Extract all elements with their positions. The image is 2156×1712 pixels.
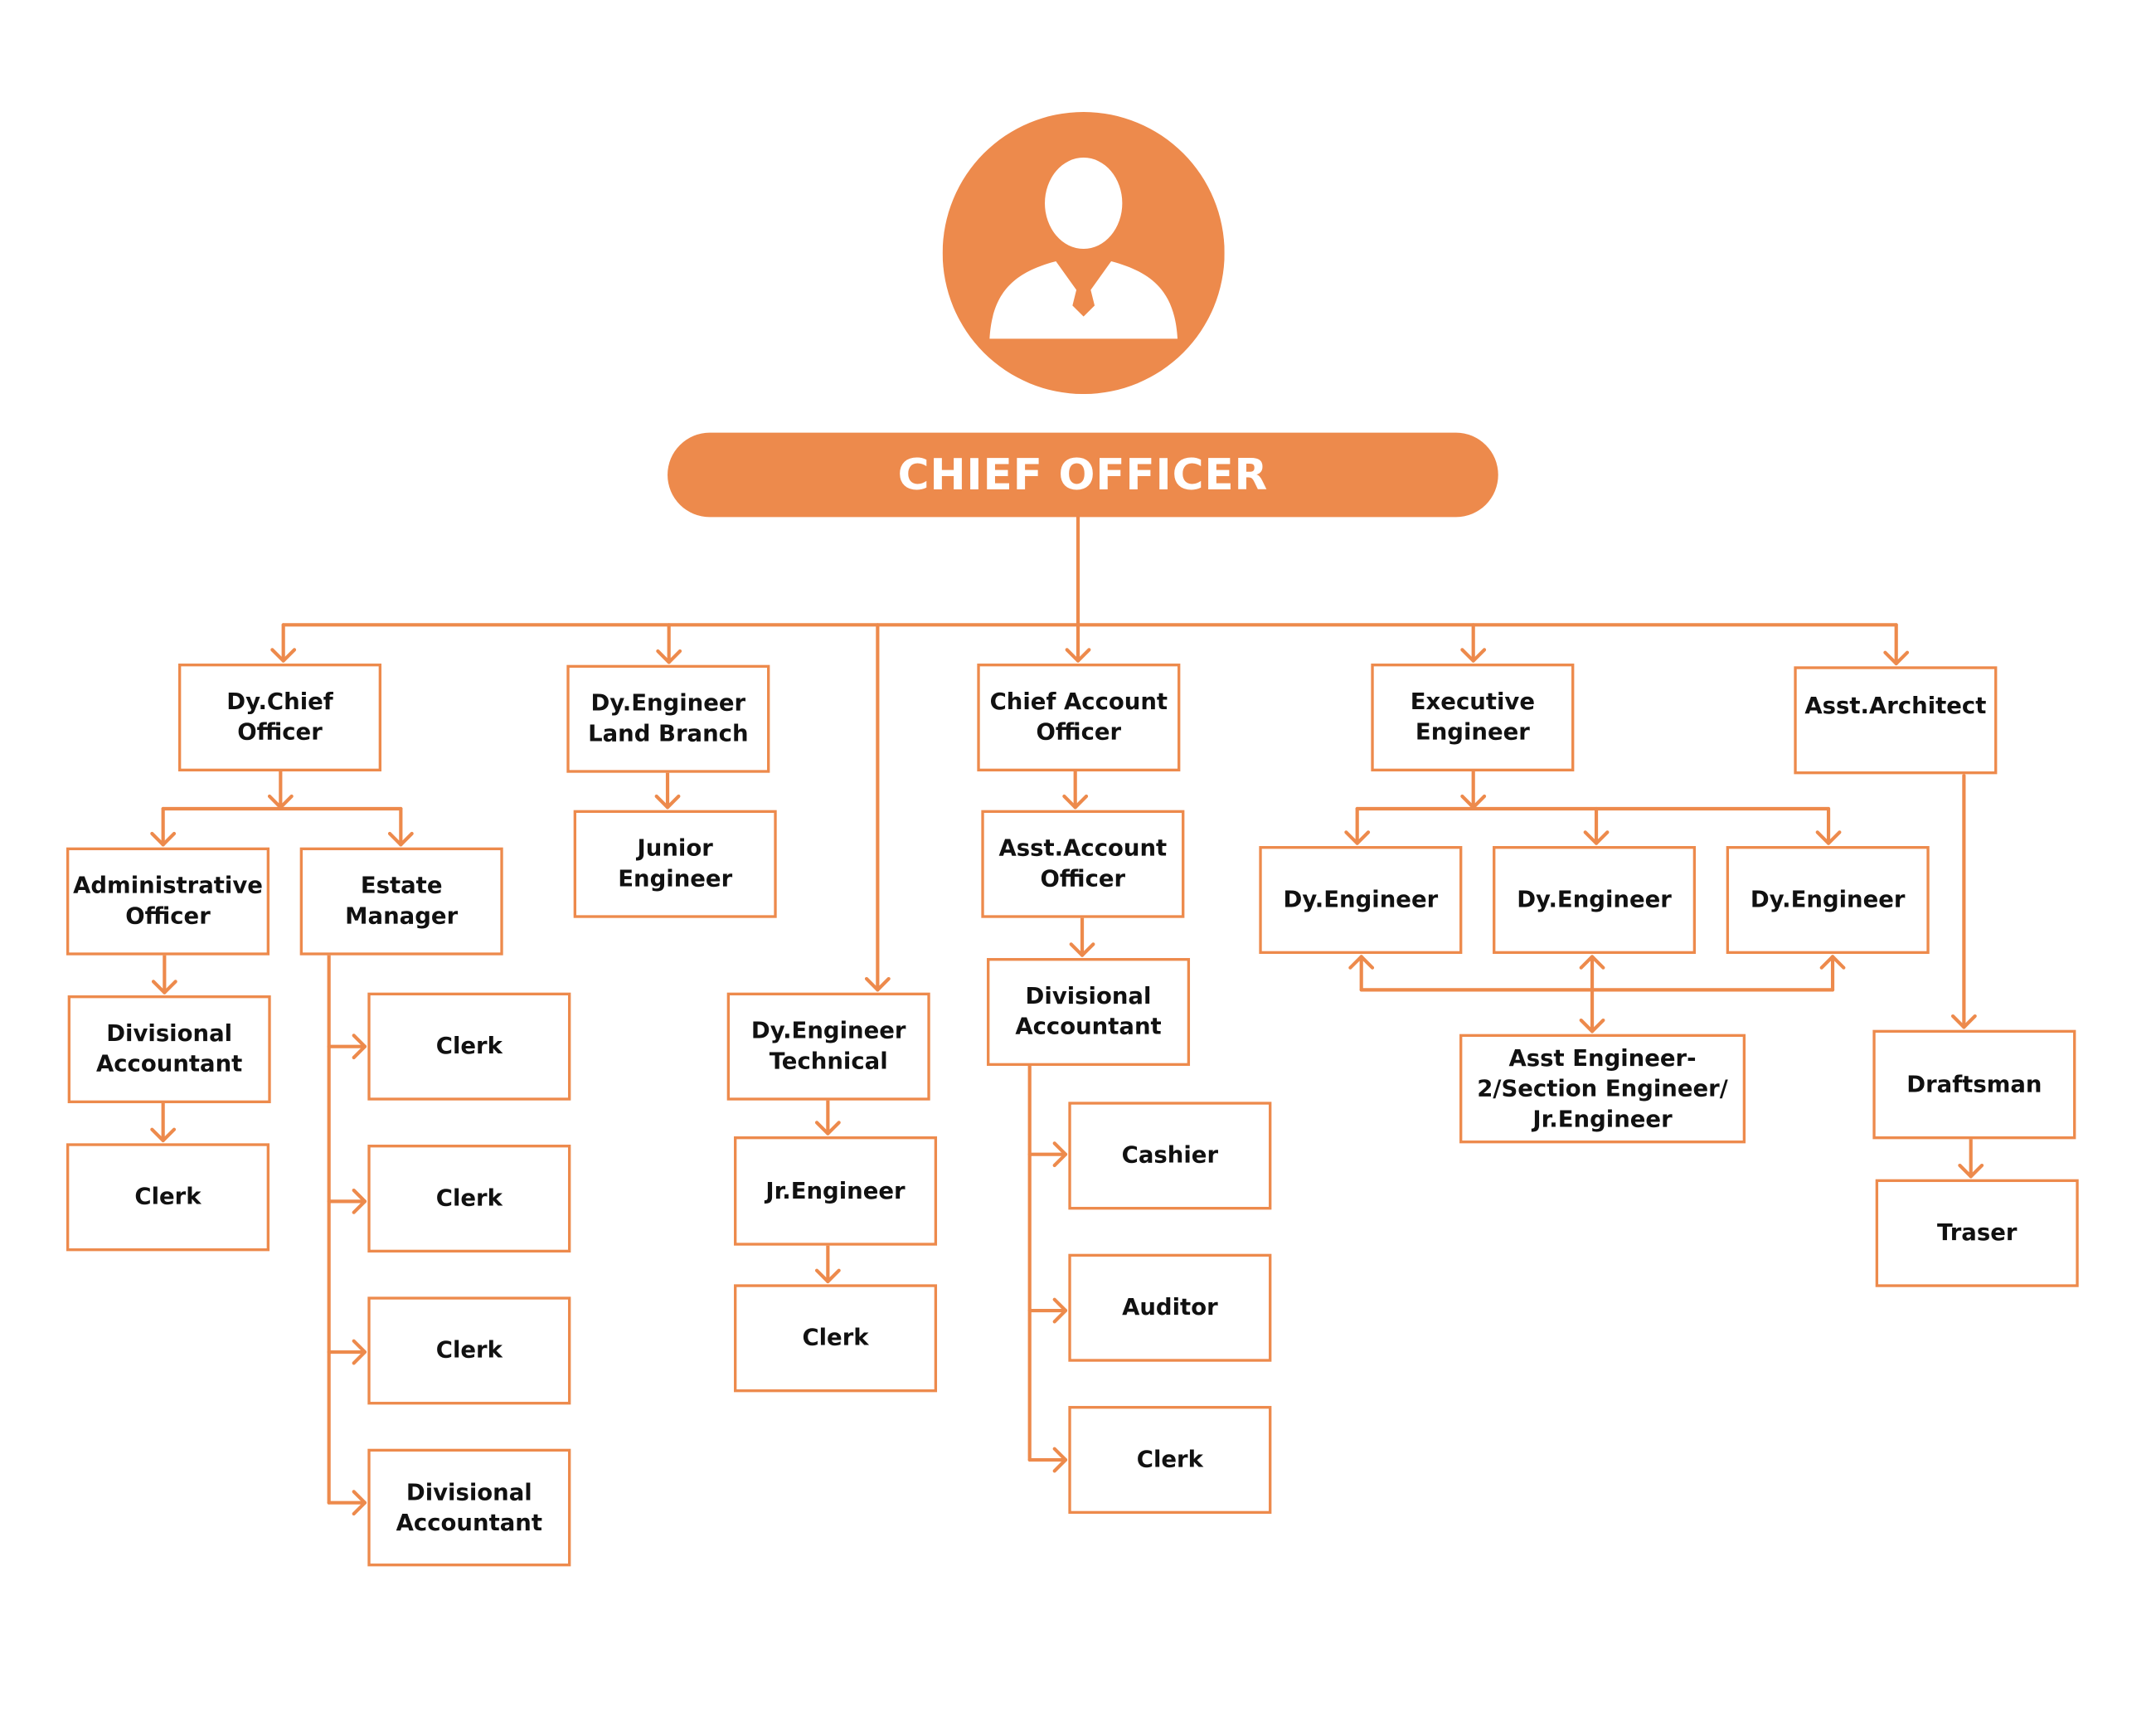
node-divisional-accountant-estate: Divisional Accountant <box>367 1448 571 1567</box>
arrow-head <box>1062 794 1089 810</box>
arrow-head <box>352 1188 367 1214</box>
arrow-head <box>387 831 414 847</box>
chief-officer-title: CHIEF OFFICER <box>897 450 1269 500</box>
node-clerk-estate-1: Clerk <box>367 992 571 1101</box>
node-chief-account-officer: Chief Account Officer <box>977 664 1181 772</box>
arrow-head <box>1069 942 1095 957</box>
node-dy-engineer-1: Dy.Engineer <box>1259 846 1463 955</box>
node-label: Chief Account Officer <box>989 688 1168 746</box>
arrow-head <box>1579 955 1605 970</box>
arrow-head <box>1052 1141 1068 1168</box>
node-cashier: Cashier <box>1068 1102 1272 1210</box>
node-dy-engineer-3: Dy.Engineer <box>1726 846 1930 955</box>
arrow-head <box>814 1268 841 1284</box>
arrow-head <box>1883 650 1910 666</box>
node-label: Clerk <box>1136 1446 1203 1473</box>
node-label: Asst.Architect <box>1804 693 1987 719</box>
node-label: Dy.Engineer <box>1750 886 1906 913</box>
node-label: Dy.Engineer Technical <box>750 1017 906 1075</box>
node-label: Clerk <box>435 1336 503 1364</box>
node-asst-account-officer: Asst.Account Officer <box>981 810 1185 918</box>
arrow-head <box>352 1490 367 1516</box>
node-dy-engineer-2: Dy.Engineer <box>1493 846 1697 955</box>
arrow-head <box>1344 830 1371 845</box>
node-label: Auditor <box>1122 1294 1218 1320</box>
node-label: Divisional Accountant <box>95 1020 243 1077</box>
node-dy-engineer-technical: Dy.Engineer Technical <box>726 992 930 1101</box>
node-label: Asst Engineer- 2/Section Engineer/ Jr.En… <box>1477 1044 1728 1132</box>
arrow-head <box>1052 1297 1068 1324</box>
node-label: Jr.Engineer <box>765 1177 906 1204</box>
node-asst-engineer-section-engineer: Asst Engineer- 2/Section Engineer/ Jr.En… <box>1459 1034 1746 1144</box>
node-label: Draftsman <box>1906 1070 2042 1097</box>
arrow-head <box>654 794 681 810</box>
node-label: Clerk <box>802 1324 869 1351</box>
node-junior-engineer: Junior Engineer <box>573 810 777 918</box>
node-auditor: Auditor <box>1068 1253 1272 1362</box>
node-asst-architect: Asst.Architect <box>1794 666 1998 775</box>
node-label: Dy.Engineer <box>1283 886 1439 913</box>
arrow-head <box>150 831 177 847</box>
node-estate-manager: Estate Manager <box>299 847 503 956</box>
arrow-head <box>1460 648 1487 663</box>
node-divisional-accountant-admin: Divisional Accountant <box>67 995 271 1104</box>
node-label: Estate Manager <box>345 872 459 930</box>
arrow-head <box>352 1339 367 1365</box>
arrow-head <box>864 976 891 992</box>
node-dy-engineer-land-branch: Dy.Engineer Land Branch <box>566 664 770 773</box>
node-label: Executive Engineer <box>1410 688 1535 746</box>
node-dy-chief-officer: Dy.Chief Officer <box>178 664 382 772</box>
arrow-head <box>1052 1447 1068 1473</box>
node-executive-engineer: Executive Engineer <box>1371 664 1575 772</box>
node-label: Dy.Engineer <box>1517 886 1672 913</box>
arrow-head <box>1065 648 1091 663</box>
arrow-head <box>1958 1163 1984 1179</box>
chief-officer-banner: CHIEF OFFICER <box>668 432 1498 518</box>
node-label: Dy.Chief Officer <box>226 688 333 746</box>
node-label: Divisional Accountant <box>1015 983 1162 1040</box>
node-label: Clerk <box>435 1184 503 1212</box>
node-jr-engineer: Jr.Engineer <box>734 1136 938 1246</box>
node-label: Junior Engineer <box>618 834 733 892</box>
node-clerk-estate-3: Clerk <box>367 1296 571 1405</box>
arrow-head <box>1819 955 1846 970</box>
node-label: Cashier <box>1121 1141 1219 1169</box>
node-draftsman: Draftsman <box>1872 1029 2076 1140</box>
node-label: Asst.Account Officer <box>998 834 1168 892</box>
arrow-head <box>1815 830 1842 845</box>
arrow-head <box>150 1127 177 1143</box>
node-label: Dy.Engineer Land Branch <box>588 689 749 747</box>
node-clerk-technical: Clerk <box>734 1284 938 1393</box>
arrow-head <box>352 1034 367 1060</box>
user-avatar-icon <box>942 112 1225 395</box>
node-label: Clerk <box>134 1183 202 1210</box>
arrow-head <box>1348 955 1375 970</box>
node-divisional-accountant-accounts: Divisional Accountant <box>987 958 1191 1067</box>
node-label: Clerk <box>435 1033 503 1059</box>
node-label: Divisional Accountant <box>396 1478 543 1535</box>
node-label: Traser <box>1936 1219 2018 1246</box>
node-administrative-officer: Administrative Officer <box>66 847 270 956</box>
arrow-head <box>656 649 682 664</box>
arrow-head <box>1583 830 1610 845</box>
arrow-head <box>1950 1014 1977 1029</box>
arrow-head <box>270 648 297 663</box>
node-clerk-accounts: Clerk <box>1068 1406 1272 1515</box>
arrow-head <box>814 1121 841 1136</box>
node-clerk-estate-2: Clerk <box>367 1145 571 1253</box>
arrow-head <box>1579 1018 1605 1034</box>
node-traser: Traser <box>1875 1179 2079 1287</box>
arrow-head <box>151 980 177 995</box>
node-label: Administrative Officer <box>73 872 263 930</box>
node-clerk-admin: Clerk <box>66 1143 270 1252</box>
